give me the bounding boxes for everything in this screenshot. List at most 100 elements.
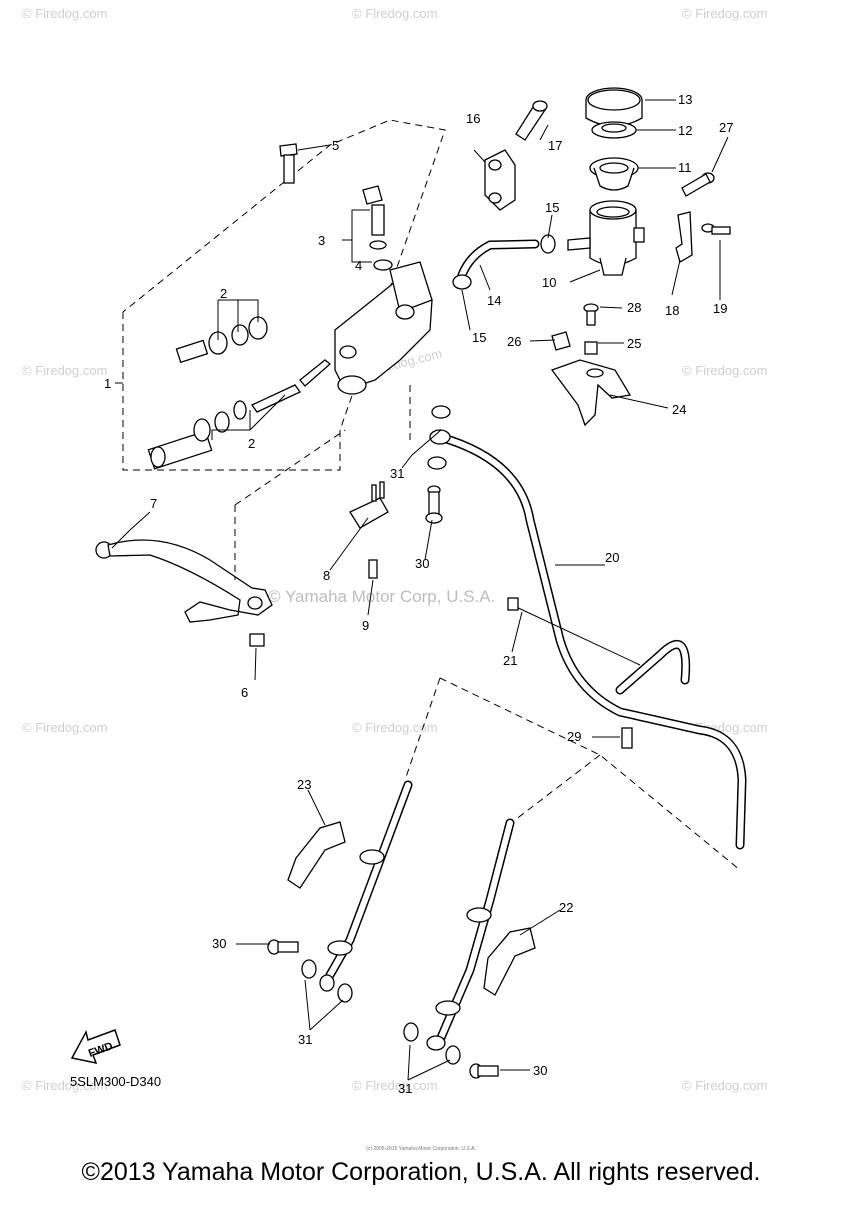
part-label: 12 [678, 123, 692, 138]
clip-15 [452, 234, 556, 290]
part-label: 9 [362, 618, 369, 633]
screw-9 [368, 559, 378, 579]
lever-boundary [234, 385, 411, 580]
part-label: 26 [507, 334, 521, 349]
part-label: 19 [713, 301, 727, 316]
part-label: 4 [355, 258, 362, 273]
part-label: 28 [627, 300, 641, 315]
watermark: © Firedog.com [352, 720, 437, 735]
part-label: 22 [559, 900, 573, 915]
part-labels: 1 2 2 3 4 5 6 7 8 9 10 11 12 13 14 15 15… [104, 92, 733, 1096]
copyright-notice: ©2013 Yamaha Motor Corporation, U.S.A. A… [81, 1158, 761, 1186]
washer-31-left [301, 959, 353, 1003]
fwd-arrow-icon: FWD [70, 1029, 121, 1065]
brake-hose-left [325, 780, 413, 980]
piston-kit-upper [175, 316, 268, 364]
part-label: 15 [545, 200, 559, 215]
part-label: 30 [212, 936, 226, 951]
part-label: 15 [472, 330, 486, 345]
part-label: 5 [332, 138, 339, 153]
watermark: © Firedog.com [22, 363, 107, 378]
kit-boundary [122, 119, 446, 471]
hose-group-boundary [514, 754, 601, 821]
watermark: © Firedog.com [352, 1078, 437, 1093]
collar-25 [584, 341, 598, 355]
union-bolt-30-top [425, 485, 443, 524]
bleed-screw-3 [362, 185, 387, 250]
part-label: 7 [150, 496, 157, 511]
part-label: 1 [104, 376, 111, 391]
part-label: 24 [672, 402, 686, 417]
brake-hose-right [426, 818, 515, 1051]
reservoir-cap-13 [585, 87, 643, 127]
watermark: © Firedog.com [352, 6, 437, 21]
part-label: 16 [466, 111, 480, 126]
stay-24 [550, 359, 632, 427]
part-label: 23 [297, 777, 311, 792]
part-label: 13 [678, 92, 692, 107]
leader-lines [111, 99, 729, 1081]
part-label: 2 [220, 286, 227, 301]
band-21 [511, 604, 641, 666]
part-label: 31 [398, 1081, 412, 1096]
bolt-19 [701, 223, 731, 235]
watermark: © Firedog.com [682, 363, 767, 378]
washer-31-right [403, 1022, 461, 1065]
watermark: © Firedog.com [682, 6, 767, 21]
front-brake-switch-8 [349, 481, 389, 529]
part-label: 17 [548, 138, 562, 153]
part-label: 30 [415, 556, 429, 571]
screw-17 [515, 100, 548, 141]
washer-4 [373, 259, 393, 271]
bolt-5 [279, 143, 298, 184]
part-label: 14 [487, 293, 501, 308]
piston-kit-lower [147, 359, 332, 470]
watermark: © Firedog.com [682, 1078, 767, 1093]
nut-6 [249, 633, 265, 647]
plate-12 [591, 121, 637, 139]
brake-hose-20 [429, 429, 747, 850]
part-label: 21 [503, 653, 517, 668]
reservoir-10 [567, 200, 645, 276]
screw-28 [583, 303, 599, 326]
union-bolt-30-right [469, 1063, 499, 1079]
watermark: © Firedog.com [22, 6, 107, 21]
bolt-29 [621, 727, 633, 749]
diaphragm-11 [589, 157, 639, 191]
part-label: 10 [542, 275, 556, 290]
part-label: 11 [678, 160, 692, 175]
diagram-code: 5SLM300-D340 [70, 1074, 162, 1089]
band-21-head [507, 597, 519, 611]
part-label: 8 [323, 568, 330, 583]
tiny-copyright: (c) 2005-2015 Yamaha Motor Corporation, … [366, 1146, 476, 1152]
screw-26 [551, 331, 571, 351]
bracket-18 [675, 211, 693, 263]
part-label: 29 [567, 729, 581, 744]
washer-31-top [427, 405, 451, 470]
bolt-27 [681, 172, 715, 197]
part-label: 27 [719, 120, 733, 135]
part-label: 30 [533, 1063, 547, 1078]
part-label: 31 [390, 466, 404, 481]
part-label: 31 [298, 1032, 312, 1047]
watermark: © Firedog.com [22, 720, 107, 735]
part-label: 2 [248, 436, 255, 451]
master-cylinder-body [334, 261, 433, 395]
part-label: 6 [241, 685, 248, 700]
watermark-yamaha: © Yamaha Motor Corp, U.S.A. [268, 587, 495, 606]
part-label: 25 [627, 336, 641, 351]
watermark: © Firedog.com [22, 1078, 107, 1093]
part-label: 3 [318, 233, 325, 248]
union-bolt-30-left [267, 939, 299, 955]
part-label: 20 [605, 550, 619, 565]
hose-group-boundary [439, 677, 741, 871]
holder-22 [483, 927, 536, 996]
part-label: 18 [665, 303, 679, 318]
hose-group-boundary [404, 677, 441, 781]
holder-23 [287, 821, 346, 889]
brake-lever-7 [95, 539, 273, 623]
holder-16 [484, 149, 516, 211]
hose-14 [457, 239, 540, 280]
